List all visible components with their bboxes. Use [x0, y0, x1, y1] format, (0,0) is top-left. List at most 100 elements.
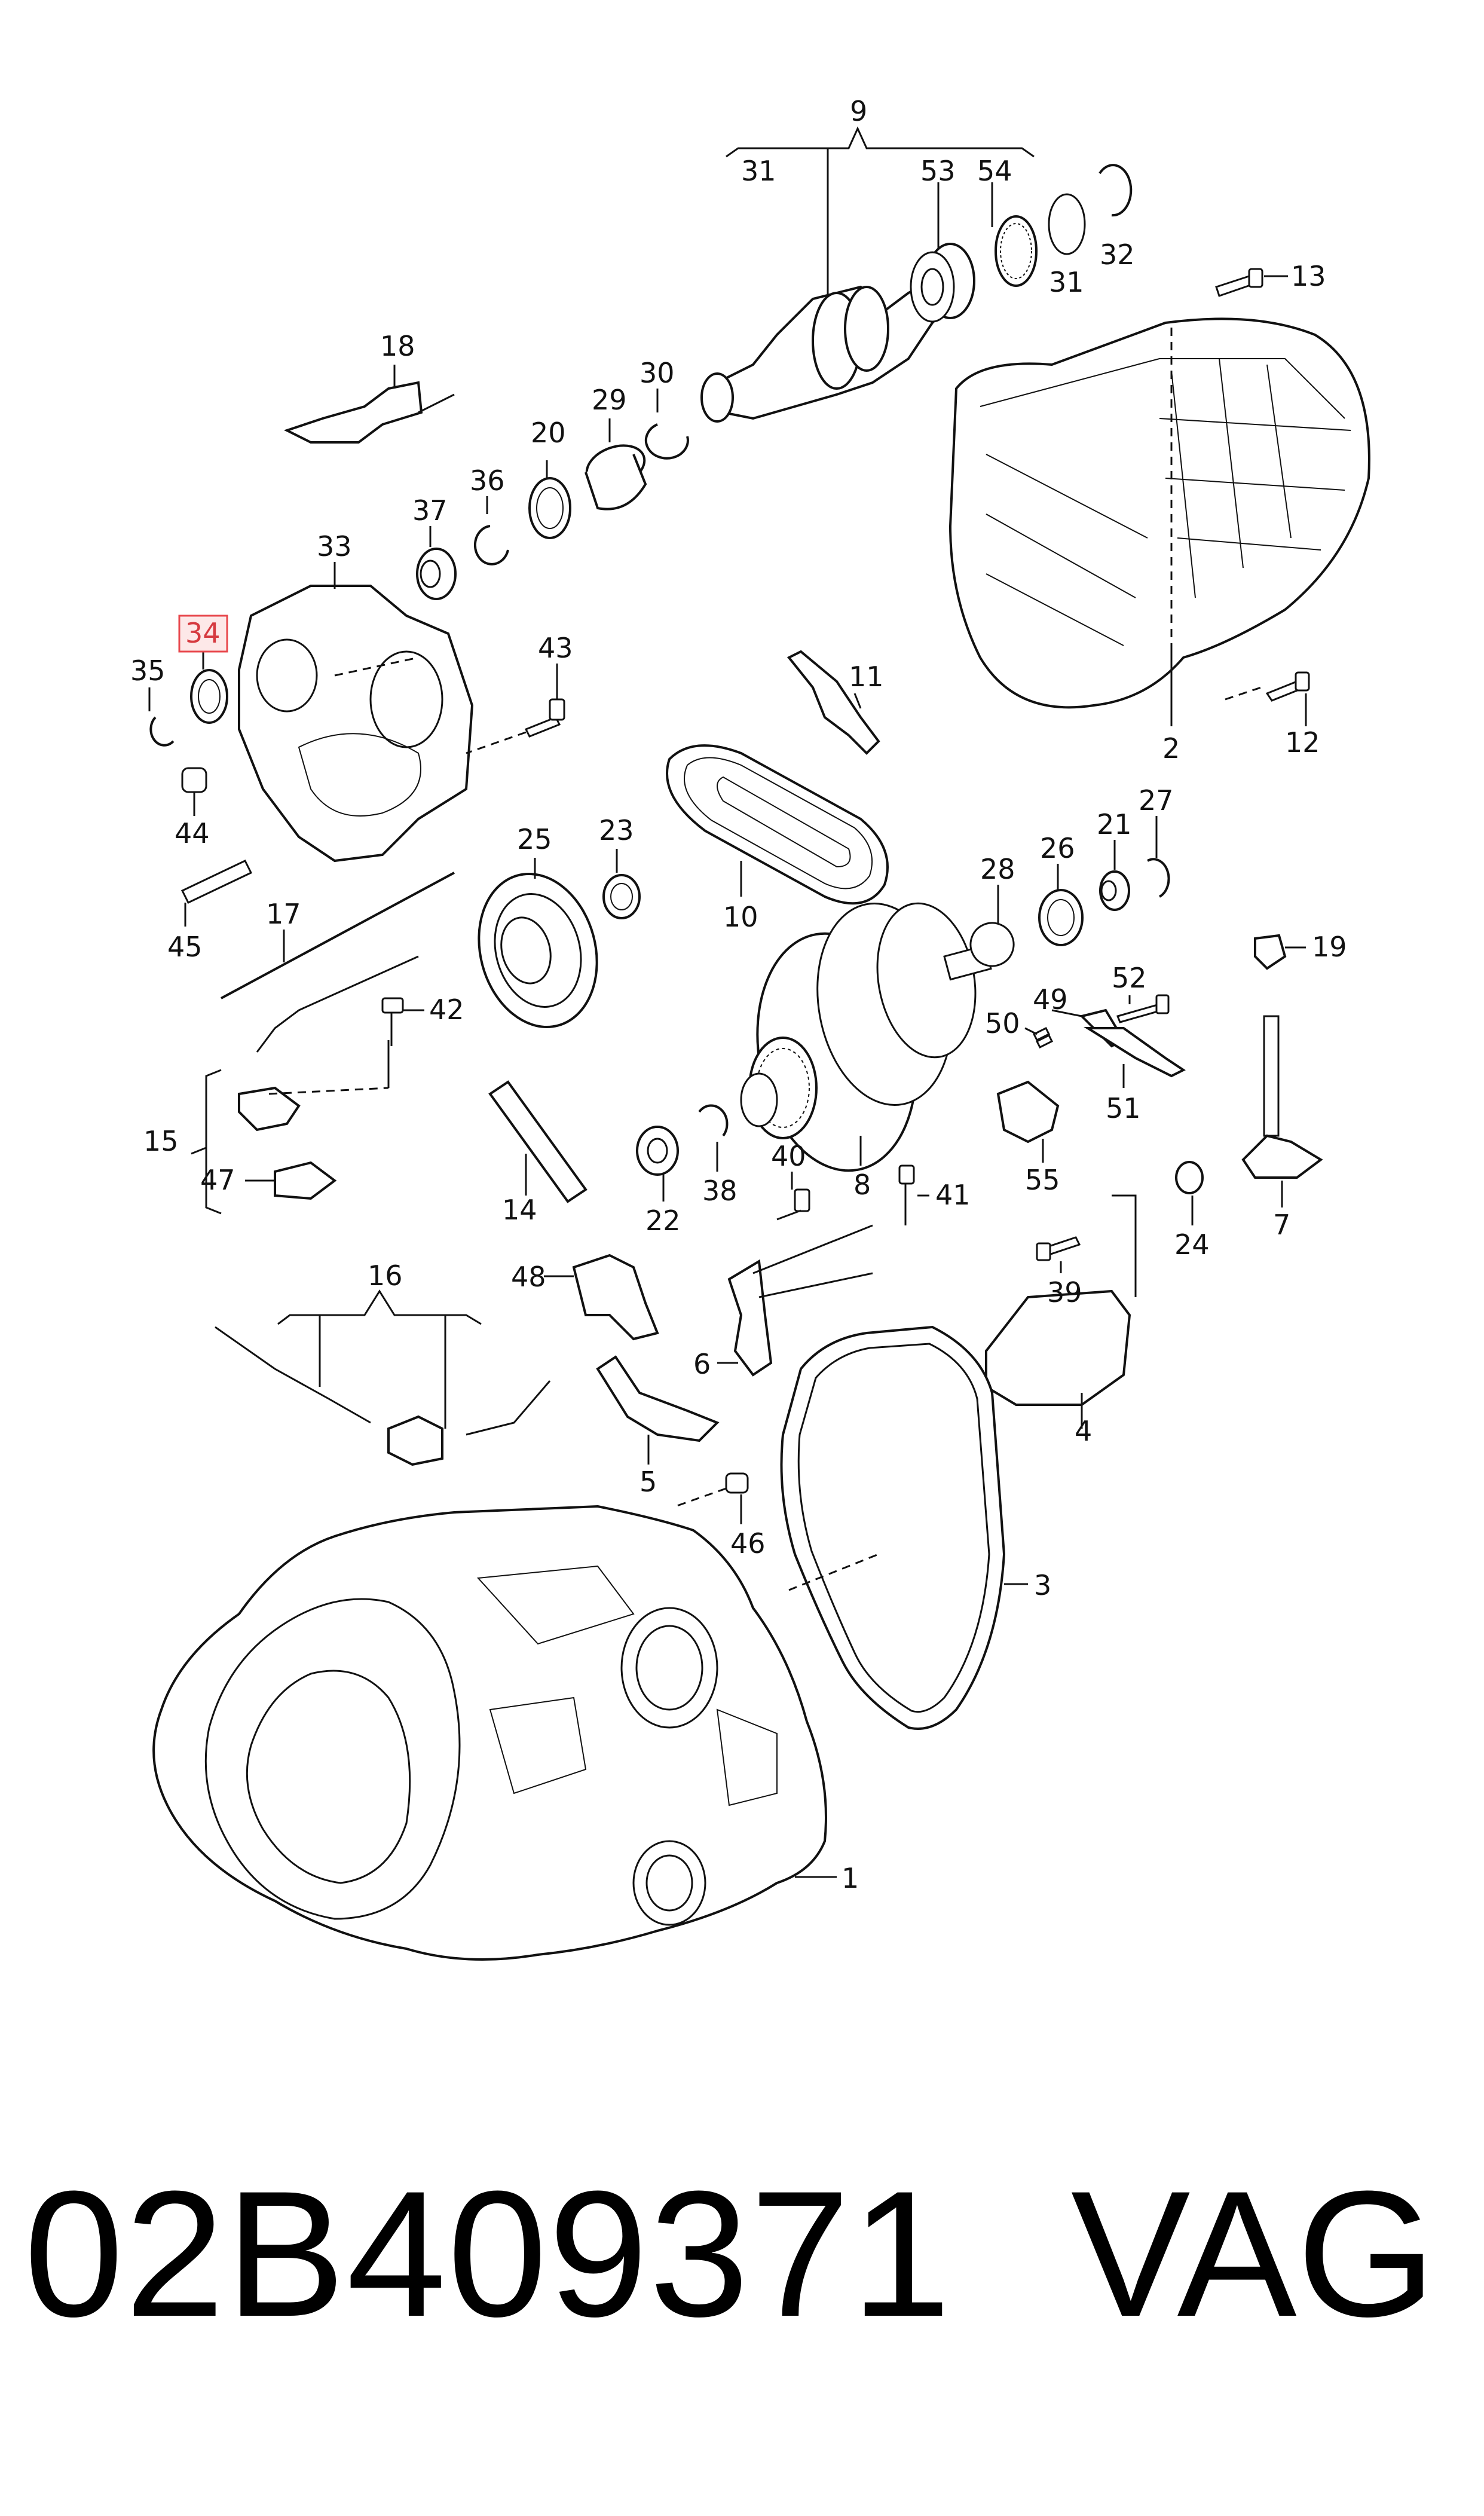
part-9-group	[726, 126, 1035, 299]
part-14-rail	[488, 1080, 588, 1203]
label-30: 30	[640, 357, 675, 389]
label-14: 14	[502, 1194, 537, 1226]
part-51-lever	[1084, 1027, 1186, 1088]
part-33-cover	[238, 562, 474, 863]
part-21-bearing	[1099, 840, 1130, 911]
label-6: 6	[693, 1348, 711, 1380]
part-41-bolt	[898, 1164, 929, 1225]
label-1: 1	[842, 1862, 859, 1894]
label-49: 49	[1033, 983, 1068, 1016]
part-23-bearing	[602, 849, 641, 919]
part-number-footer: 02B409371 VAG	[0, 2128, 1484, 2379]
part-44-sleeve	[181, 767, 207, 816]
label-27: 27	[1139, 784, 1174, 817]
part-2-bellhousing	[948, 317, 1370, 726]
label-22: 22	[645, 1204, 681, 1237]
label-5: 5	[640, 1466, 657, 1498]
part-12-bolt	[1265, 671, 1310, 726]
part-43-bolt	[466, 664, 565, 754]
label-48: 48	[511, 1261, 546, 1293]
label-44: 44	[175, 817, 210, 849]
part-53-bearing	[910, 243, 975, 323]
label-41: 41	[935, 1179, 971, 1211]
label-50: 50	[985, 1007, 1020, 1040]
part-54-gear	[995, 215, 1038, 287]
part-28-ring	[969, 885, 1015, 967]
label-46: 46	[730, 1527, 766, 1560]
label-8: 8	[853, 1169, 871, 1201]
part-34-bearing	[190, 652, 228, 724]
part-27-clip	[1147, 816, 1170, 898]
label-53: 53	[920, 155, 956, 187]
part-20-bearing	[528, 460, 571, 539]
part-3-gasket	[780, 1325, 1028, 1730]
part-10-chain	[666, 744, 889, 905]
part-18-bracket	[283, 365, 455, 444]
part-40-bolt	[776, 1172, 810, 1221]
label-51: 51	[1106, 1092, 1141, 1124]
label-18: 18	[380, 330, 415, 362]
label-10: 10	[723, 901, 758, 933]
part-37-bearing	[416, 526, 457, 600]
part-1-case	[152, 1505, 837, 1961]
label-13: 13	[1291, 260, 1326, 292]
part-46-sleeve	[675, 1472, 749, 1524]
part-11-bracket	[787, 650, 880, 755]
part-34-highlight	[178, 615, 228, 653]
part-55-bracket	[996, 1080, 1060, 1163]
part-13-bolt	[1215, 268, 1288, 297]
part-52-bolt	[1116, 994, 1170, 1023]
part-48-fork	[544, 1254, 659, 1341]
part-29-bearing	[585, 418, 647, 510]
label-12: 12	[1285, 726, 1320, 759]
part-42-bolt	[381, 997, 424, 1046]
brand-name: VAG	[1070, 2153, 1436, 2354]
part-number: 02B409371	[24, 2153, 952, 2354]
part-24-plug	[1175, 1161, 1204, 1225]
label-36: 36	[470, 464, 505, 497]
label-2: 2	[1162, 732, 1180, 765]
label-23: 23	[599, 814, 634, 846]
part-39-bolt	[1036, 1236, 1081, 1273]
label-11: 11	[849, 661, 884, 693]
part-31-shaft	[700, 279, 959, 423]
part-15-linkage	[191, 955, 419, 1215]
label-15: 15	[143, 1125, 179, 1157]
part-38-clip	[698, 1104, 729, 1172]
label-54: 54	[977, 155, 1012, 187]
part-32-clip	[1099, 164, 1133, 217]
label-31b: 31	[1049, 266, 1084, 298]
label-26: 26	[1040, 832, 1075, 864]
label-43: 43	[538, 632, 573, 664]
part-25-bearing	[478, 858, 598, 1029]
part-26-bearing	[1038, 864, 1084, 946]
part-36-clip	[473, 496, 509, 565]
label-33: 33	[317, 530, 352, 562]
label-28: 28	[980, 853, 1015, 885]
part-50-spring	[1024, 1026, 1054, 1049]
label-52: 52	[1112, 962, 1147, 994]
label-31a: 31	[741, 155, 776, 187]
part-8-gear	[740, 902, 992, 1172]
label-25: 25	[517, 823, 552, 855]
label-45: 45	[167, 931, 203, 963]
label-7: 7	[1273, 1209, 1290, 1241]
part-17-rod	[221, 872, 455, 999]
label-35: 35	[130, 655, 166, 687]
part-7-shaft	[1241, 1015, 1323, 1207]
label-42: 42	[429, 993, 464, 1026]
label-34: 34	[185, 617, 221, 649]
label-16: 16	[368, 1259, 403, 1292]
label-21: 21	[1097, 808, 1132, 840]
part-45-pin	[180, 860, 253, 927]
part-5-fork	[596, 1355, 720, 1465]
part-30-clip	[644, 389, 689, 460]
label-9: 9	[850, 95, 867, 127]
label-29: 29	[592, 384, 627, 416]
label-19: 19	[1312, 931, 1347, 963]
label-32: 32	[1100, 239, 1135, 271]
part-6-fork	[717, 1224, 873, 1377]
part-31b-ring	[1048, 193, 1086, 255]
label-55: 55	[1025, 1164, 1060, 1196]
exploded-parts-diagram: 9 31 53 54 31 32 13 18 30 29 20 36 37 33…	[130, 95, 1370, 1961]
